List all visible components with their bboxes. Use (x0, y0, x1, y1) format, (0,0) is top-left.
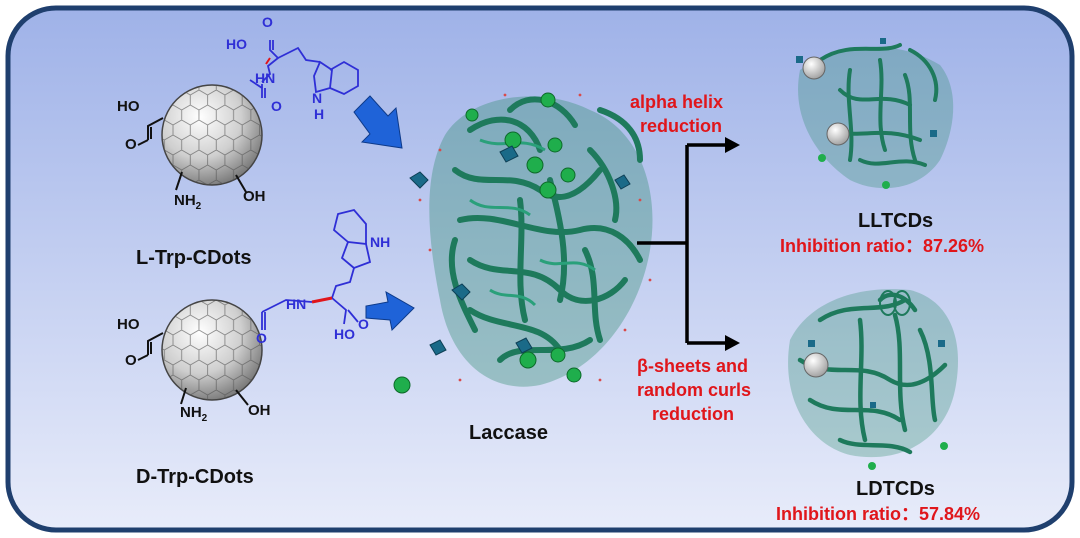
cdot-functional-bonds (137, 117, 249, 406)
background-panel (5, 5, 1075, 533)
laccase-protein (393, 92, 653, 394)
arrow-l-to-laccase (353, 95, 403, 149)
branch-arrowhead-top (725, 137, 740, 153)
beta-sheets-line2: random curls (637, 380, 752, 400)
beta-sheets-line1: β-sheets and (637, 356, 749, 376)
chem-o-l-trp: O (271, 98, 282, 114)
lltcds-inhibition-ratio: Inhibition ratio：87.26% (780, 236, 985, 256)
chem-o-l: O (125, 136, 137, 153)
chem-ho-d: HO (117, 316, 140, 333)
d-trp-cdots-label: D-Trp-CDots (136, 466, 254, 488)
d-trp-red-bond (311, 296, 333, 304)
chem-hn-d-trp: HN (286, 296, 307, 312)
chem-h-l-trp: H (314, 106, 325, 122)
l-trp-cdots-label: L-Trp-CDots (136, 247, 252, 269)
d-trp-molecule (261, 208, 372, 330)
chem-o-d: O (125, 352, 137, 369)
lltcds-protein (796, 38, 954, 189)
chem-hn-l-trp: HN (255, 70, 276, 86)
beta-sheets-line3: reduction (652, 404, 735, 424)
chem-o-d-trp: O (256, 330, 267, 346)
laccase-label: Laccase (469, 422, 548, 444)
l-trp-red-bond (265, 57, 271, 65)
lltcds-label: LLTCDs (858, 210, 934, 232)
chem-nh-d-trp: NH (370, 234, 391, 250)
chem-ho-l-trp: HO (226, 36, 247, 52)
alpha-helix-line1: alpha helix (630, 92, 724, 112)
d-trp-cdot-sphere (161, 299, 263, 401)
chem-o-l-trp-top: O (262, 14, 273, 30)
ldtcds-protein (788, 289, 958, 470)
chem-n-l-trp: N (312, 90, 323, 106)
l-trp-molecule (249, 40, 359, 98)
alpha-helix-line2: reduction (640, 116, 723, 136)
arrow-d-to-laccase (365, 291, 415, 332)
branch-arrow (637, 143, 728, 345)
ldtcds-inhibition-ratio: Inhibition ratio：57.84% (776, 504, 981, 524)
chem-ho-d-trp: HO (334, 326, 355, 342)
chem-nh2-d: NH2 (180, 404, 208, 424)
ldtcds-label: LDTCDs (856, 478, 935, 500)
chem-oh-l: OH (243, 188, 266, 205)
l-trp-cdot-sphere (161, 84, 263, 186)
chem-o-d-trp-side: O (358, 316, 369, 332)
chem-nh2-l: NH2 (174, 192, 202, 212)
chem-oh-d: OH (248, 402, 271, 419)
branch-arrowhead-bottom (725, 335, 740, 351)
chem-ho-l: HO (117, 98, 140, 115)
